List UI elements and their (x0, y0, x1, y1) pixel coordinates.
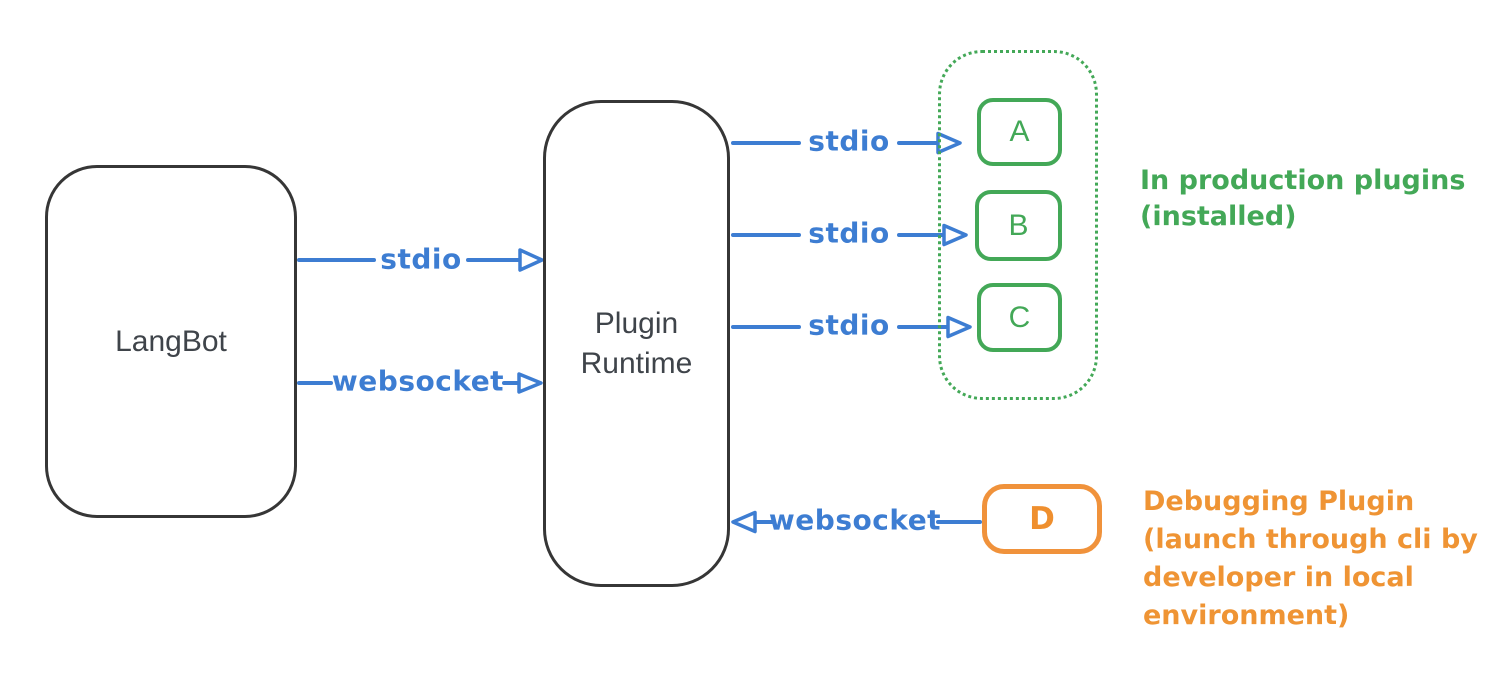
edge-label-websocket-d: websocket (768, 503, 942, 537)
plugin-runtime-label: Plugin Runtime (580, 306, 693, 380)
langbot-label: LangBot (115, 324, 227, 358)
arrowhead-left-icon (731, 510, 757, 534)
plugin-b-label: B (1008, 208, 1029, 242)
production-plugins-group (938, 50, 1098, 400)
edge-label-stdio-c: stdio (808, 308, 890, 342)
annotation-debugging-plugin: Debugging Plugin (launch through cli by … (1143, 486, 1478, 631)
node-plugin-b: B (975, 190, 1062, 261)
node-plugin-a: A (977, 98, 1062, 166)
plugin-d-label: D (1029, 501, 1055, 537)
plugin-a-label: A (1009, 115, 1030, 148)
plugin-c-label: C (1008, 300, 1031, 334)
arrowhead-right-icon (517, 372, 543, 394)
edge-label-websocket-langbot: websocket (331, 364, 505, 398)
edge-label-stdio-langbot: stdio (380, 242, 462, 276)
node-plugin-runtime: Plugin Runtime (543, 100, 730, 587)
annotation-production-plugins: In production plugins (installed) (1140, 165, 1466, 232)
node-plugin-c: C (977, 283, 1062, 352)
arrowhead-right-icon (518, 248, 544, 272)
edge-label-stdio-a: stdio (808, 124, 890, 158)
edge-label-stdio-b: stdio (808, 216, 890, 250)
node-langbot: LangBot (45, 165, 297, 518)
node-plugin-d: D (982, 484, 1102, 554)
